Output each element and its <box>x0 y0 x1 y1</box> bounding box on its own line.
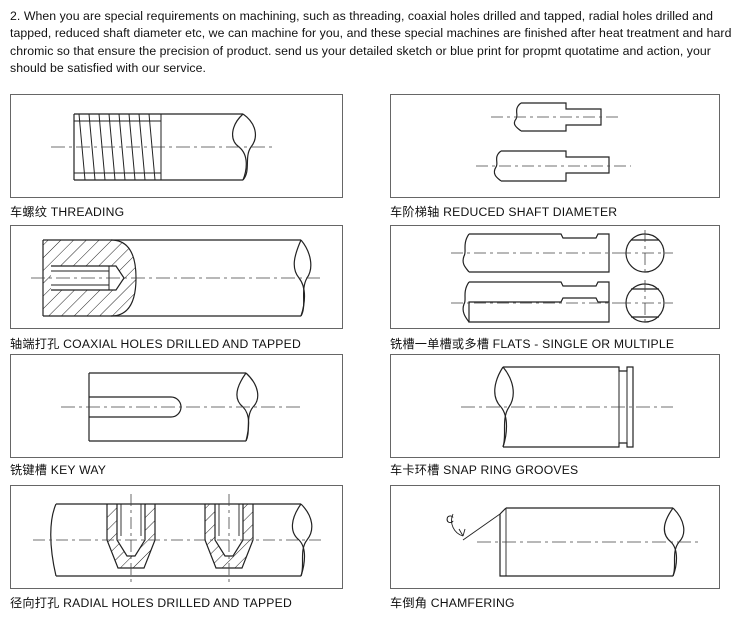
radial-holes-diagram <box>10 485 343 589</box>
caption-chamfering: 车倒角 CHAMFERING <box>390 596 515 610</box>
snap-ring-diagram <box>390 354 720 458</box>
keyway-diagram <box>10 354 343 458</box>
caption-keyway: 铣键槽 KEY WAY <box>10 463 107 477</box>
caption-coaxial: 轴端打孔 COAXIAL HOLES DRILLED AND TAPPED <box>10 337 301 351</box>
threading-diagram <box>10 94 343 198</box>
caption-radial: 径向打孔 RADIAL HOLES DRILLED AND TAPPED <box>10 596 292 610</box>
caption-snap-ring: 车卡环槽 SNAP RING GROOVES <box>390 463 579 477</box>
caption-reduced-shaft: 车阶梯轴 REDUCED SHAFT DIAMETER <box>390 205 618 219</box>
caption-threading: 车螺纹 THREADING <box>10 205 125 219</box>
coaxial-diagram <box>10 225 343 329</box>
reduced-shaft-diagram <box>390 94 720 198</box>
chamfer-label: C <box>446 514 454 526</box>
chamfering-diagram: C <box>390 485 720 589</box>
caption-flats: 铣槽一单槽或多槽 FLATS - SINGLE OR MULTIPLE <box>390 337 675 351</box>
flats-diagram <box>390 225 720 329</box>
intro-paragraph: 2. When you are special requirements on … <box>10 9 732 76</box>
